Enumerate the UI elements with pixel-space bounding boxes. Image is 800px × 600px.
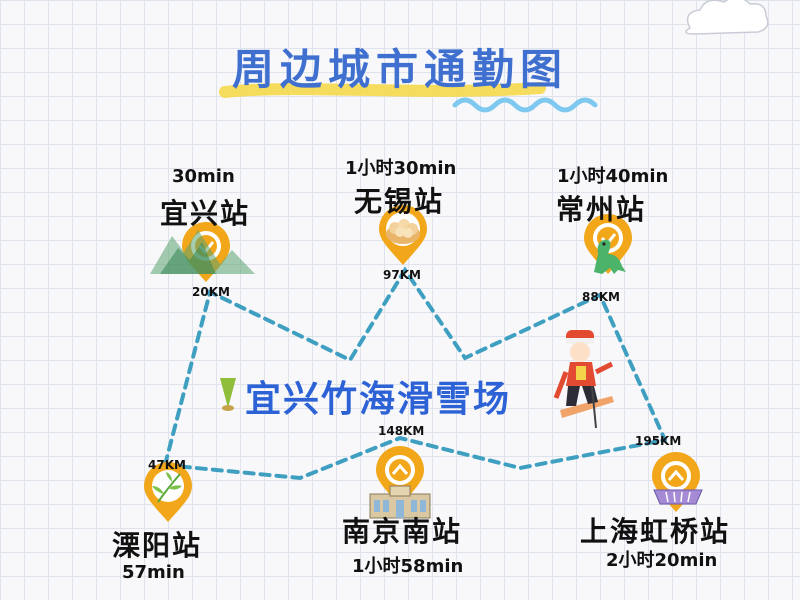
station-name-changzhou: 常州站 — [556, 193, 647, 226]
station-distance-nanjing: 148KM — [378, 424, 425, 438]
dinosaur-icon — [594, 239, 626, 274]
station-distance-liyang: 47KM — [148, 458, 186, 472]
station-time-liyang: 57min — [122, 562, 185, 583]
station-time-changzhou: 1小时40min — [557, 166, 669, 187]
station-name-nanjing: 南京南站 — [342, 515, 463, 548]
dumpling-icon — [386, 219, 420, 244]
exhibition-center-icon — [653, 489, 703, 505]
station-name-wuxi: 无锡站 — [354, 185, 445, 218]
station-time-yixing: 30min — [172, 166, 235, 187]
bamboo-icon — [152, 472, 182, 503]
station-distance-wuxi: 97KM — [383, 268, 421, 282]
station-building-icon — [369, 485, 431, 519]
mountain-icon — [150, 230, 255, 274]
station-distance-shanghai: 195KM — [635, 434, 682, 448]
station-distance-changzhou: 88KM — [582, 290, 620, 304]
station-name-liyang: 溧阳站 — [112, 529, 203, 562]
page-title: 周边城市通勤图 — [231, 45, 568, 94]
station-time-wuxi: 1小时30min — [345, 158, 457, 179]
station-name-shanghai: 上海虹桥站 — [580, 515, 731, 548]
station-time-nanjing: 1小时58min — [352, 556, 464, 577]
venue-pin-icon — [220, 378, 236, 411]
station-time-shanghai: 2小时20min — [606, 550, 718, 571]
skier-icon — [553, 330, 614, 429]
station-distance-yixing: 20KM — [192, 285, 230, 299]
station-name-yixing: 宜兴站 — [160, 197, 251, 230]
location-pin-nanjing — [376, 446, 424, 506]
venue-name: 宜兴竹海滑雪场 — [245, 379, 512, 420]
